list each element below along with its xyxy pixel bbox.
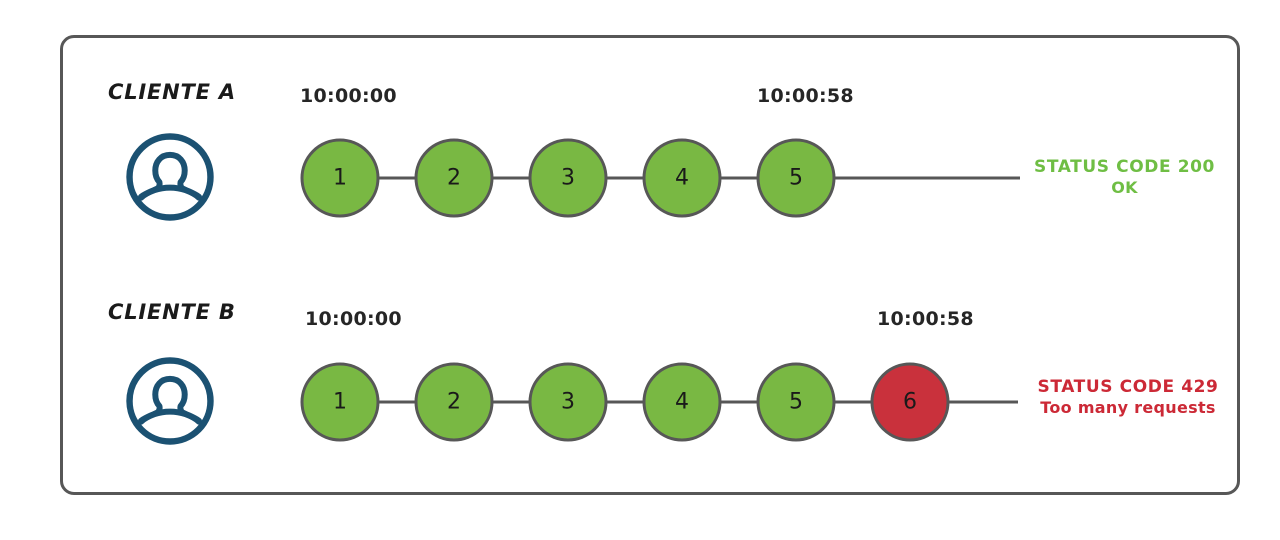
user-avatar-icon <box>124 355 216 447</box>
timestamp-start-a: 10:00:00 <box>300 85 397 107</box>
status-badge-a: STATUS CODE 200 OK <box>1032 157 1217 197</box>
status-message-a: OK <box>1111 177 1138 197</box>
diagram-frame <box>60 35 1240 495</box>
status-message-b: Too many requests <box>1040 397 1216 417</box>
timestamp-end-b: 10:00:58 <box>877 308 974 330</box>
timestamp-end-a: 10:00:58 <box>757 85 854 107</box>
client-label-a: CLIENTE A <box>108 80 236 104</box>
status-code-a: STATUS CODE 200 <box>1034 157 1215 177</box>
user-avatar-icon <box>124 131 216 223</box>
status-badge-b: STATUS CODE 429 Too many requests <box>1030 377 1226 417</box>
status-code-b: STATUS CODE 429 <box>1037 377 1219 397</box>
client-label-b: CLIENTE B <box>108 300 236 324</box>
timestamp-start-b: 10:00:00 <box>305 308 402 330</box>
